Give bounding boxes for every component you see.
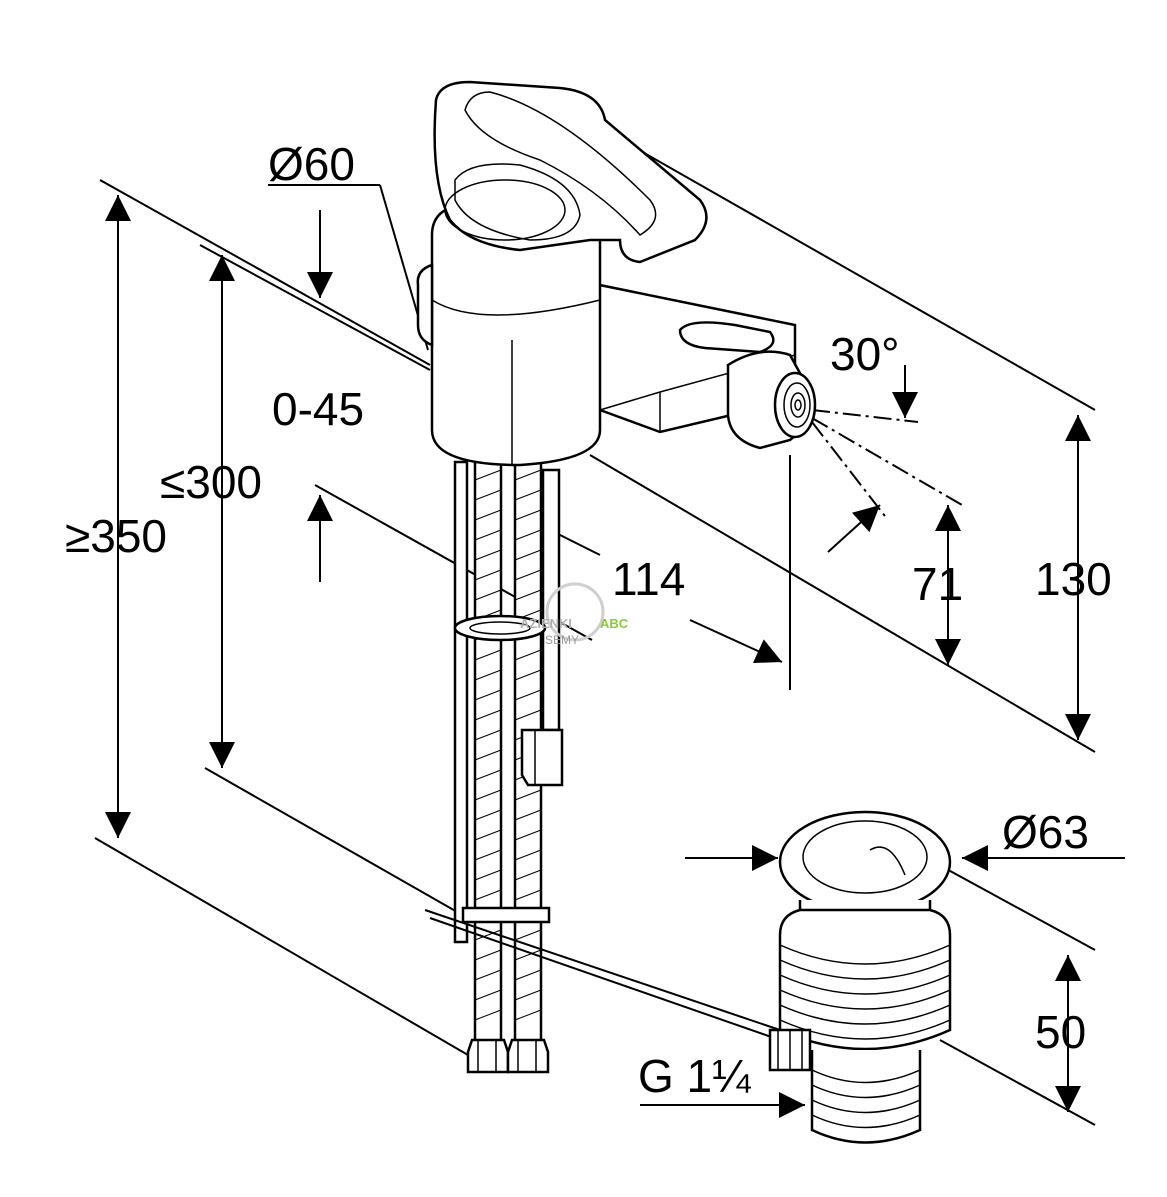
hose-fitting-right — [506, 1038, 550, 1074]
faucet-body — [416, 80, 817, 467]
watermark-brand-2: ABC — [600, 616, 629, 631]
dimension-labels: Ø60 0-45 ≤300 ≥350 114 30° 71 130 Ø63 50… — [65, 138, 1112, 1102]
dim-arrow-114-right — [689, 619, 783, 664]
popup-waste — [768, 810, 952, 1144]
mounting-clamp — [453, 614, 547, 642]
label-d63: Ø63 — [1002, 806, 1089, 858]
watermark-swirl-icon — [545, 582, 605, 642]
label-ge350: ≥350 — [65, 510, 167, 562]
spout-lever-slot — [678, 321, 775, 354]
label-30-deg: 30° — [830, 328, 900, 380]
label-0-45: 0-45 — [272, 383, 364, 435]
nut-connector — [520, 728, 564, 787]
hose-fitting-left — [466, 1038, 510, 1074]
waste-flange — [778, 810, 952, 914]
label-d60: Ø60 — [268, 138, 355, 190]
popup-linkage — [424, 909, 781, 1031]
dimension-arrows — [105, 184, 1125, 1118]
watermark-brand-1: AZIENKI — [520, 616, 572, 631]
label-thread: G 1¼ — [638, 1050, 751, 1102]
threaded-rod — [453, 460, 469, 944]
mounting-plate — [461, 906, 551, 924]
label-114: 114 — [612, 553, 685, 605]
spray-pattern — [811, 409, 963, 521]
label-50: 50 — [1035, 1006, 1086, 1058]
side-knob — [416, 263, 434, 347]
label-le300: ≤300 — [160, 456, 262, 508]
lever-handle — [433, 80, 708, 264]
supply-hoses — [424, 460, 781, 1074]
watermark: AZIENKI ABC SEMY — [520, 582, 629, 647]
dim-arrow-30-deg-bottom — [827, 504, 881, 553]
watermark-tagline: SEMY — [545, 633, 579, 647]
waste-tailpiece — [810, 1050, 922, 1144]
label-130: 130 — [1035, 553, 1112, 605]
label-71: 71 — [912, 558, 963, 610]
